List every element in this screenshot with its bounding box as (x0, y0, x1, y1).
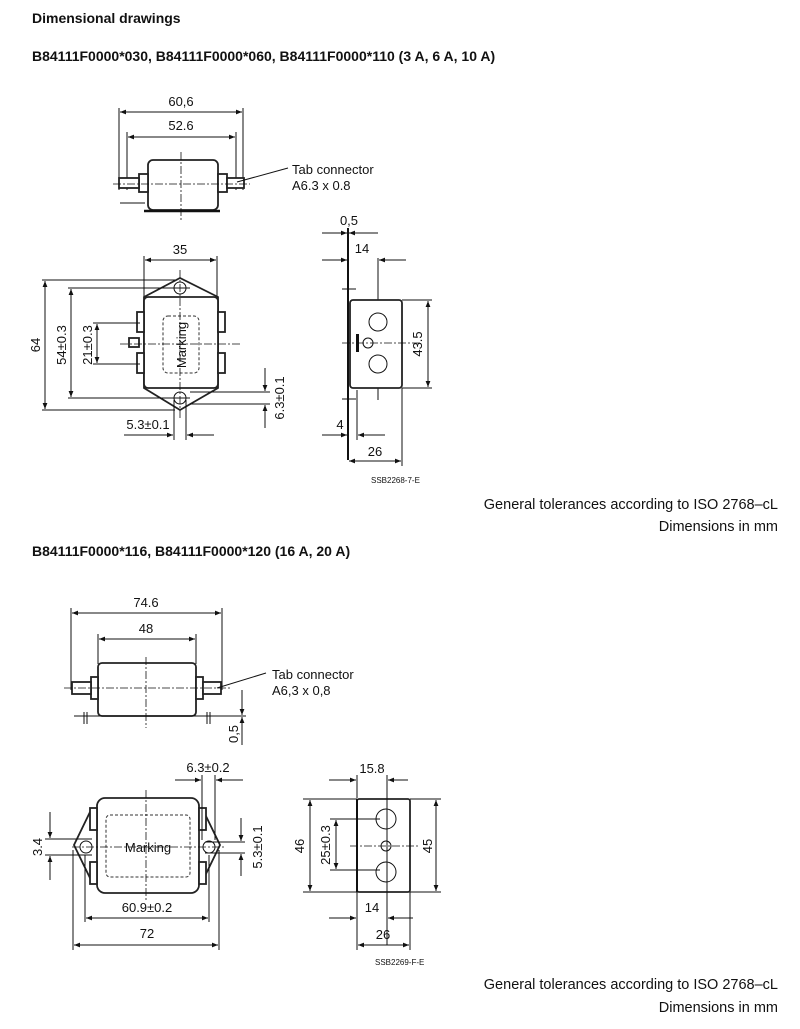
dim-21: 21±0.3 (80, 325, 95, 365)
dim-60-9: 60.9±0.2 (122, 900, 173, 915)
dim-0-5-side: 0,5 (340, 213, 358, 228)
dim-6-3-s2: 6.3±0.2 (186, 760, 229, 775)
s2-front-view: Marking 6.3±0.2 3.4 5.3±0.1 60.9±0.2 72 (30, 760, 265, 950)
section1-tolerance-note: General tolerances according to ISO 2768… (483, 497, 778, 513)
s1-side-view: 0,5 14 43.5 4 26 SSB2268-7-E (322, 213, 432, 485)
dim-0-5-top: 0,5 (226, 725, 241, 743)
dim-60-6: 60,6 (168, 94, 193, 109)
dim-74-6: 74.6 (133, 595, 158, 610)
s1-front-view: 35 Marking 64 54±0.3 21±0.3 6.3±0.1 5.3±… (28, 242, 287, 440)
page-heading: Dimensional drawings (32, 10, 181, 26)
dim-3-4: 3.4 (30, 838, 45, 856)
dim-26-side: 26 (368, 444, 382, 459)
s1-tab-size: A6.3 x 0.8 (292, 178, 351, 193)
s1-marking: Marking (174, 322, 189, 368)
s2-side-view: 15.8 46 25±0.3 45 14 26 SSB2269-F-E (292, 761, 441, 967)
dim-6-3: 6.3±0.1 (272, 376, 287, 419)
dim-25: 25±0.3 (318, 825, 333, 865)
s2-marking: Marking (125, 840, 171, 855)
dim-26-s2: 26 (376, 927, 390, 942)
dim-15-8: 15.8 (359, 761, 384, 776)
dim-14-s2: 14 (365, 900, 379, 915)
dim-5-3-s2: 5.3±0.1 (250, 825, 265, 868)
dim-46: 46 (292, 839, 307, 853)
s2-drawing-code: SSB2269-F-E (375, 958, 424, 967)
section2-title: B84111F0000*116, B84111F0000*120 (16 A, … (32, 543, 351, 559)
s2-tab-size: A6,3 x 0,8 (272, 683, 331, 698)
section1-title: B84111F0000*030, B84111F0000*060, B84111… (32, 48, 496, 64)
dim-64: 64 (28, 338, 43, 352)
dim-72: 72 (140, 926, 154, 941)
s2-top-view: 74.6 48 0,5 Tab connector A6,3 x 0,8 (64, 595, 354, 745)
section1-units-note: Dimensions in mm (658, 519, 778, 535)
section2-tolerance-note: General tolerances according to ISO 2768… (483, 977, 778, 993)
section2-units-note: Dimensions in mm (658, 1000, 778, 1016)
dim-45: 45 (420, 839, 435, 853)
dim-54: 54±0.3 (54, 325, 69, 365)
dim-48: 48 (139, 621, 153, 636)
dim-52-6: 52.6 (168, 118, 193, 133)
dim-14-side: 14 (355, 241, 369, 256)
dim-35: 35 (173, 242, 187, 257)
s1-tab-connector-label: Tab connector (292, 162, 374, 177)
s2-tab-connector-label: Tab connector (272, 667, 354, 682)
s1-top-view: 60,6 52.6 Tab connector A6.3 x 0.8 (113, 94, 374, 220)
dim-4: 4 (336, 417, 343, 432)
s1-drawing-code: SSB2268-7-E (371, 476, 420, 485)
dim-5-3: 5.3±0.1 (126, 417, 169, 432)
dim-43-5: 43.5 (410, 331, 425, 356)
